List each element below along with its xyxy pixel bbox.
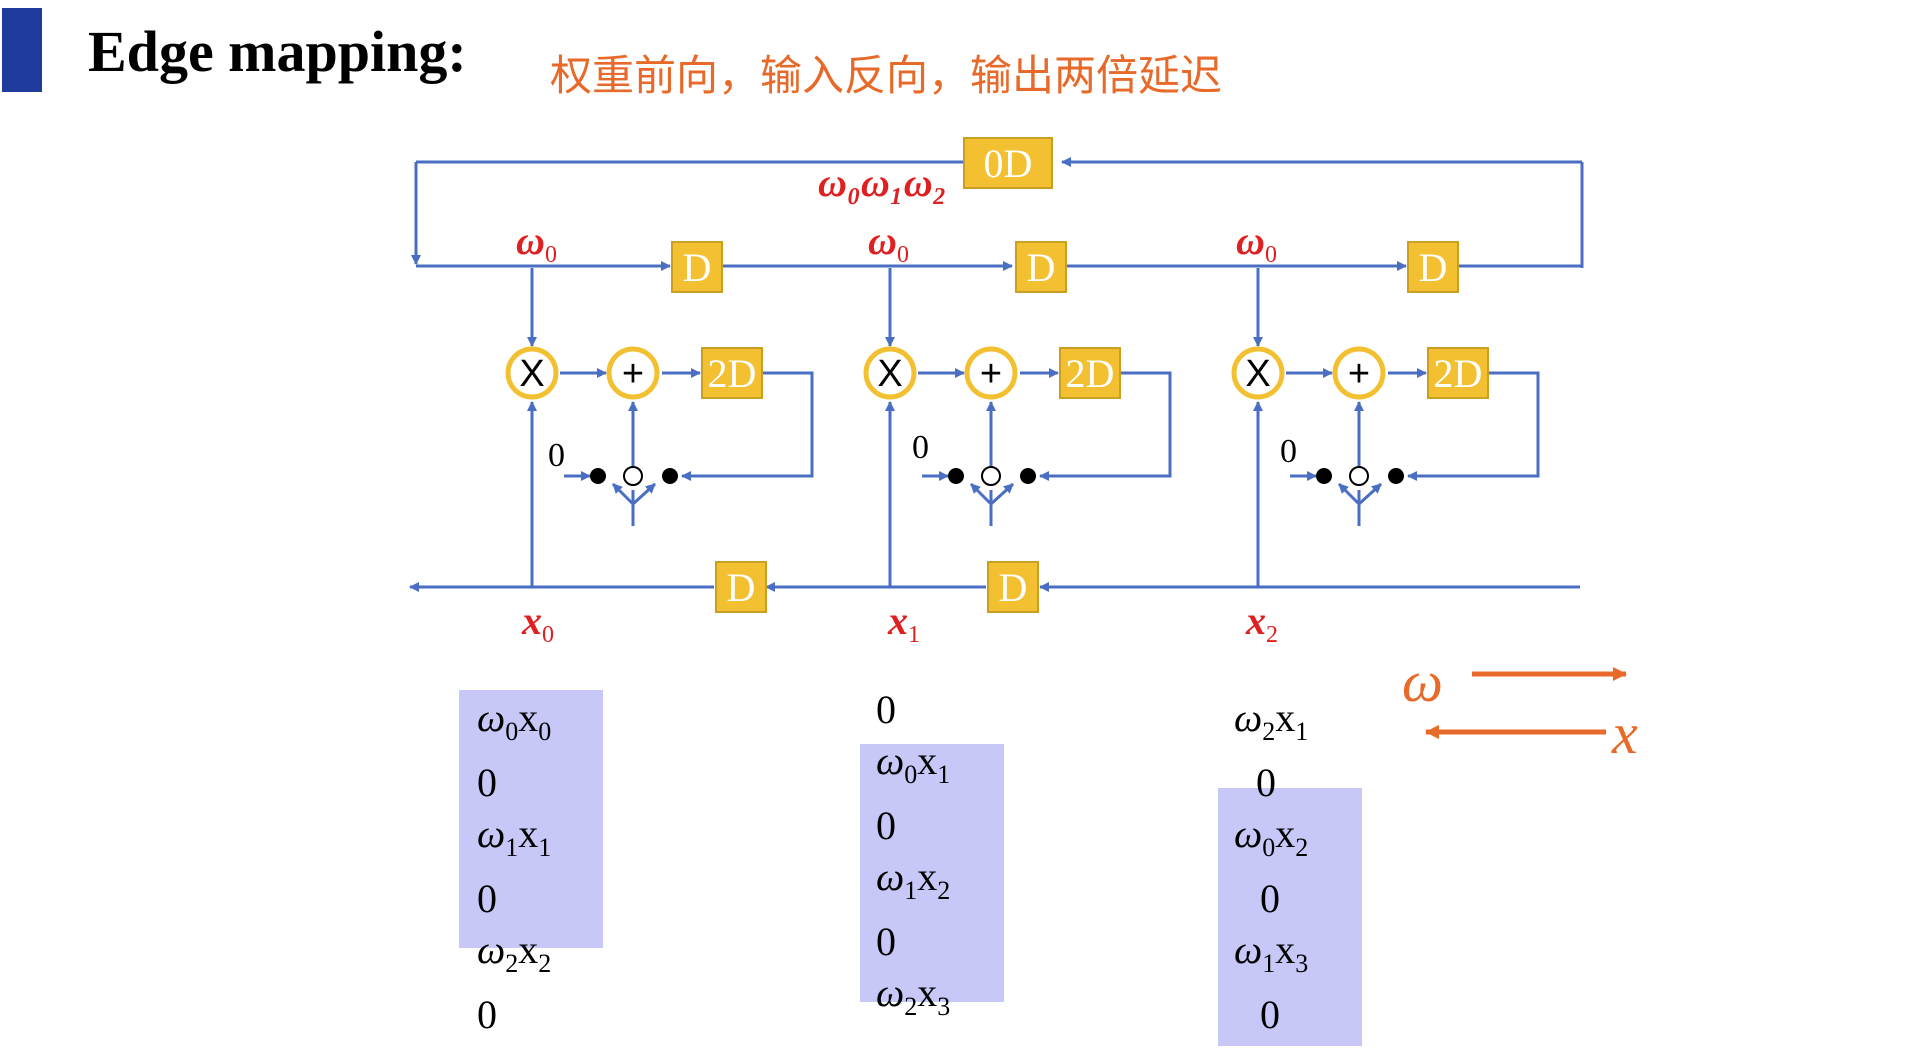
legend-weight-symbol: ω <box>1402 649 1443 714</box>
pe3-zero-input: 0 <box>1280 433 1297 470</box>
title-accent-bar <box>2 8 42 92</box>
svg-text:+: + <box>622 353 644 395</box>
column-2-row-1: 0 <box>876 687 896 732</box>
column-2-row-5: 0 <box>876 919 896 964</box>
pe1-input-label: x0 <box>521 598 554 648</box>
weight-delay-box-2: D <box>1015 241 1067 293</box>
input-delay-box-2: D <box>987 561 1039 613</box>
svg-text:0D: 0D <box>984 141 1033 186</box>
pe1-double-delay-box: 2D <box>701 347 763 399</box>
output-column-3: ω2x1 0 ω0x2 0 ω1x3 0 <box>1234 692 1308 1040</box>
pe1-weight-label: ω0 <box>516 218 557 268</box>
svg-text:+: + <box>1348 353 1370 395</box>
column-2-row-3: 0 <box>876 803 896 848</box>
svg-text:+: + <box>980 353 1002 395</box>
column-2-row-2: ω0x1 <box>876 738 951 789</box>
top-delay-box: 0D <box>963 137 1053 189</box>
pe3-input-label: x2 <box>1245 598 1278 648</box>
column-2-row-6: ω2x3 <box>876 970 951 1021</box>
svg-text:D: D <box>1419 245 1448 290</box>
column-1-row-5: ω2x2 <box>477 927 552 978</box>
top-weight-annotation: ω₀ω₁ω₂ <box>818 160 947 205</box>
pe2-zero-input: 0 <box>912 429 929 466</box>
column-1-row-3: ω1x1 <box>477 811 552 862</box>
column-3-row-3: ω0x2 <box>1234 811 1309 862</box>
pe3-weight-label: ω0 <box>1236 218 1277 268</box>
column-1-row-1: ω0x0 <box>477 695 552 746</box>
switch-dots <box>590 466 1404 486</box>
svg-text:D: D <box>1027 245 1056 290</box>
weight-delay-box-3: D <box>1407 241 1459 293</box>
svg-text:2D: 2D <box>1434 351 1483 396</box>
svg-text:X: X <box>877 353 902 395</box>
column-3-row-5: ω1x3 <box>1234 927 1309 978</box>
pe3-double-delay-box: 2D <box>1427 347 1489 399</box>
weight-delay-box-1: D <box>671 241 723 293</box>
pe2-adder: + <box>964 346 1018 400</box>
svg-text:D: D <box>727 565 756 610</box>
pe1-multiplier: X <box>505 346 559 400</box>
column-3-row-2: 0 <box>1256 760 1276 805</box>
svg-text:X: X <box>1245 353 1270 395</box>
column-3-highlight <box>1218 788 1362 1046</box>
svg-text:D: D <box>683 245 712 290</box>
column-2-row-4: ω1x2 <box>876 854 951 905</box>
pe2-weight-label: ω0 <box>868 218 909 268</box>
column-3-row-4: 0 <box>1260 876 1280 921</box>
column-2-highlight <box>860 744 1004 1002</box>
column-3-row-6: 0 <box>1260 992 1280 1037</box>
pe3-adder: + <box>1332 346 1386 400</box>
output-column-2: 0 ω0x1 0 ω1x2 0 ω2x3 <box>876 684 950 1032</box>
pe2-multiplier: X <box>863 346 917 400</box>
column-1-row-6: 0 <box>477 992 497 1037</box>
pe2-input-label: x1 <box>887 598 920 648</box>
column-1-highlight <box>459 690 603 948</box>
input-delay-box-1: D <box>715 561 767 613</box>
pe1-adder: + <box>606 346 660 400</box>
svg-text:2D: 2D <box>708 351 757 396</box>
page-subtitle: 权重前向，输入反向，输出两倍延迟 <box>550 51 1223 100</box>
column-1-row-4: 0 <box>477 876 497 921</box>
page-title: Edge mapping: <box>88 19 467 84</box>
column-1-row-2: 0 <box>477 760 497 805</box>
svg-text:2D: 2D <box>1066 351 1115 396</box>
output-column-1: ω0x0 0 ω1x1 0 ω2x2 0 <box>477 692 551 1040</box>
pe1-zero-input: 0 <box>548 437 565 474</box>
svg-text:X: X <box>519 353 544 395</box>
column-3-row-1: ω2x1 <box>1234 695 1309 746</box>
legend-input-symbol: x <box>1612 701 1638 766</box>
pe2-double-delay-box: 2D <box>1059 347 1121 399</box>
pe3-multiplier: X <box>1231 346 1285 400</box>
svg-text:D: D <box>999 565 1028 610</box>
